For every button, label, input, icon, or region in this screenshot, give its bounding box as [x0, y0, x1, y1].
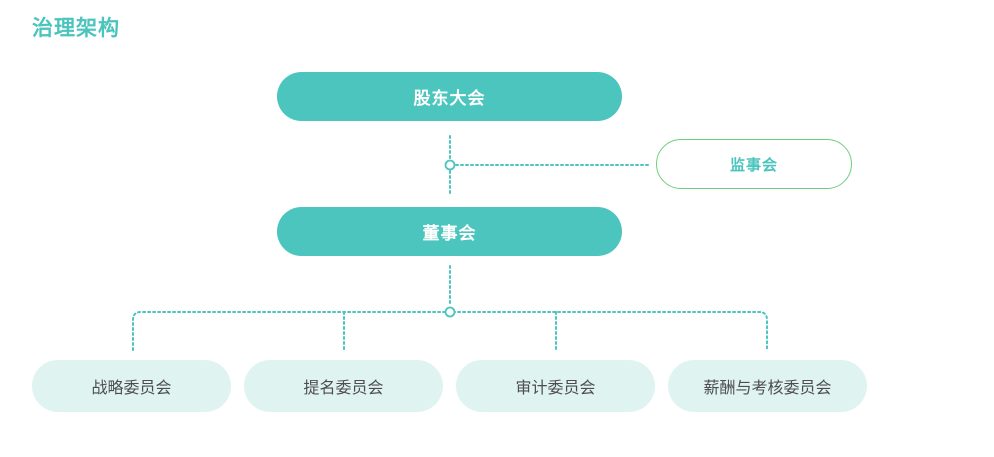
node-supervisory-board: 监事会 [656, 139, 852, 189]
junction-node-lower [444, 306, 456, 318]
page-title: 治理架构 [32, 16, 120, 40]
node-compensation-committee: 薪酬与考核委员会 [668, 360, 867, 412]
junction-node-upper [444, 159, 456, 171]
node-shareholders-meeting: 股东大会 [277, 72, 622, 121]
node-board-of-directors: 董事会 [277, 207, 622, 256]
node-strategy-committee: 战略委员会 [32, 360, 231, 412]
node-nomination-committee: 提名委员会 [244, 360, 443, 412]
connector-committee-bus [132, 311, 768, 351]
node-audit-committee: 审计委员会 [456, 360, 655, 412]
